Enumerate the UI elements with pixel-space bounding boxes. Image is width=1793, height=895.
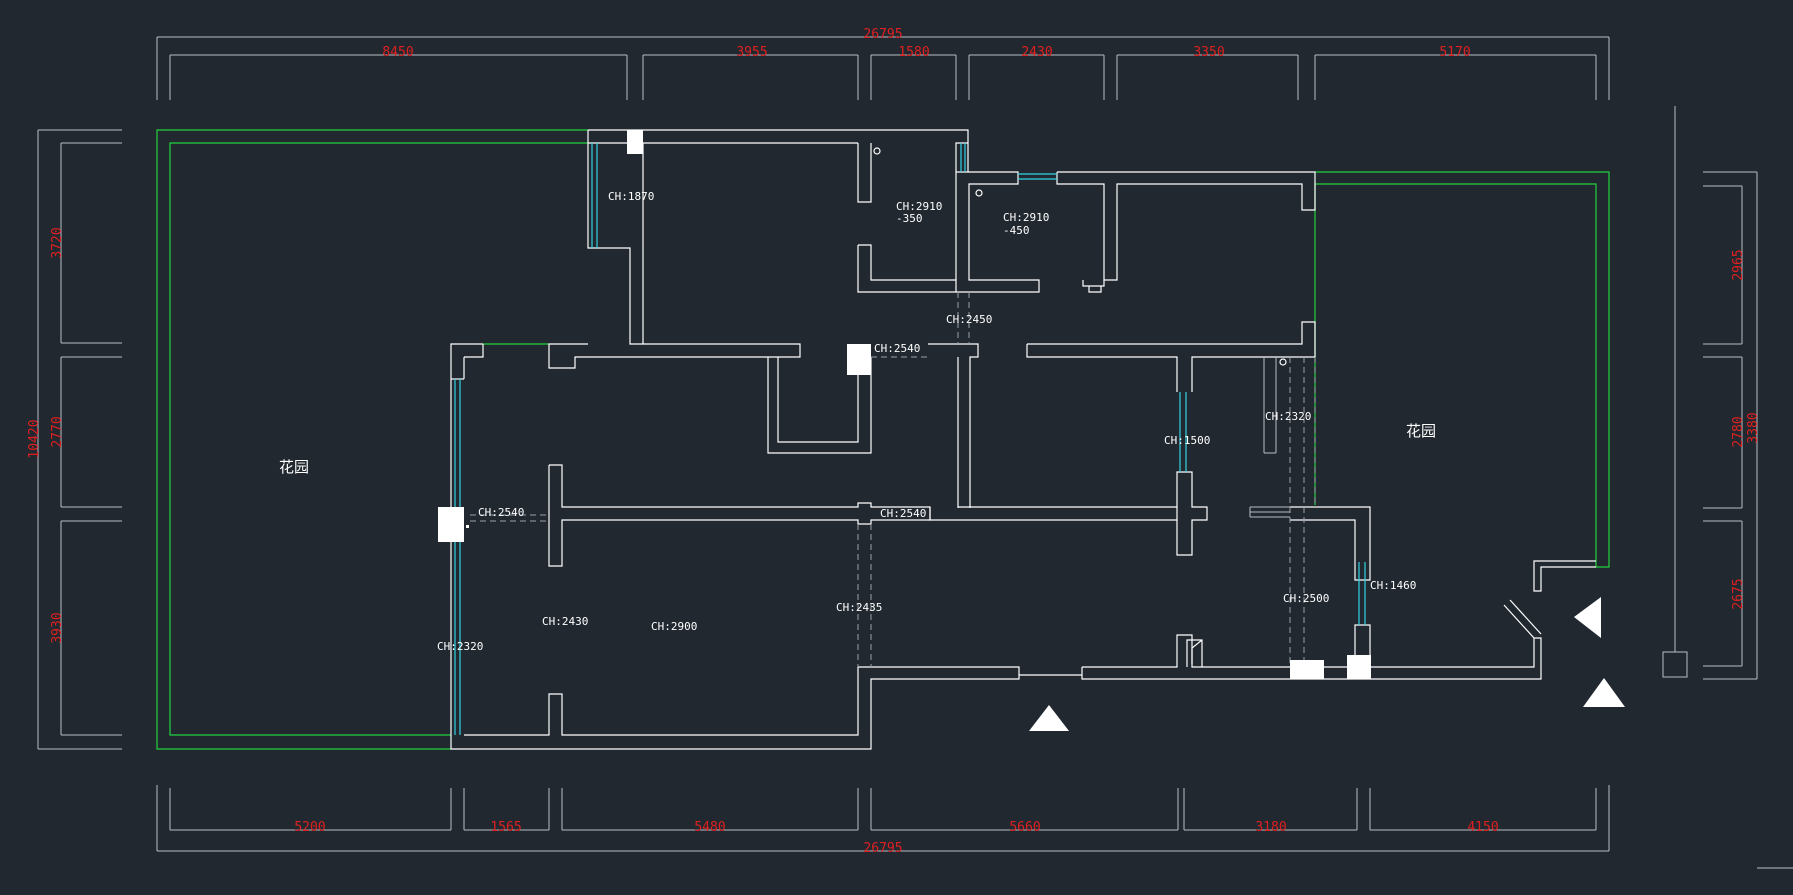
ceiling-height-label: CH:2540 [880, 507, 926, 520]
ceiling-height-label: CH:1870 [608, 190, 654, 203]
ceiling-height-label: CH:2435 [836, 601, 882, 614]
structural-columns [438, 130, 1371, 679]
ceiling-height-label: CH:2900 [651, 620, 697, 633]
ceiling-height-label: CH:2430 [542, 615, 588, 628]
ceiling-height-label: CH:2320 [1265, 410, 1311, 423]
bottom-dimension-2: 1565 [490, 820, 521, 835]
dashed-openings [470, 292, 1316, 667]
ceiling-height-label: CH:2910 [1003, 211, 1049, 224]
ceiling-offset-label: -350 [896, 212, 923, 225]
entrance-marker-right [1574, 597, 1601, 638]
left-total-dimension: 10420 [27, 419, 42, 458]
top-dimension-2: 3955 [736, 45, 767, 60]
ceiling-height-label: CH:2540 [874, 342, 920, 355]
pipe-risers [466, 147, 1287, 528]
top-dimension-lines [156, 36, 1610, 100]
left-dimension-2: 2770 [50, 416, 65, 447]
left-dimension-1: 3720 [50, 227, 65, 258]
top-dimension-4: 2430 [1021, 45, 1052, 60]
left-dimension-lines [37, 129, 122, 750]
top-dimension-3: 1580 [898, 45, 929, 60]
garden-left-label: 花园 [279, 458, 309, 476]
bottom-dimension-4: 5660 [1009, 820, 1040, 835]
top-dimension-5: 3350 [1193, 45, 1224, 60]
walls [450, 129, 1596, 750]
bottom-dimension-6: 4150 [1467, 820, 1498, 835]
garden-right-label: 花园 [1406, 422, 1436, 440]
garden-boundaries [156, 129, 1610, 750]
bottom-total-dimension: 26795 [863, 841, 902, 856]
left-dimension-3: 3930 [50, 612, 65, 643]
bottom-dimension-lines [156, 785, 1610, 852]
ceiling-height-label: CH:2320 [437, 640, 483, 653]
right-dimension-3: 2675 [1731, 578, 1746, 609]
right-dimension-lines [1662, 106, 1793, 869]
top-total-dimension: 26795 [863, 27, 902, 42]
ceiling-height-label: CH:1460 [1370, 579, 1416, 592]
ceiling-height-label: CH:2910 [896, 200, 942, 213]
bottom-dimension-1: 5200 [294, 820, 325, 835]
windows [454, 143, 1366, 735]
bottom-dimension-5: 3180 [1255, 820, 1286, 835]
top-dimension-6: 5170 [1439, 45, 1470, 60]
entrance-marker-bottom-right [1583, 678, 1625, 707]
ceiling-height-label: CH:2500 [1283, 592, 1329, 605]
ceiling-height-label: CH:2450 [946, 313, 992, 326]
right-total-dimension: 3380 [1746, 412, 1761, 443]
ceiling-height-label: CH:2540 [478, 506, 524, 519]
ceiling-height-label: CH:1500 [1164, 434, 1210, 447]
entrance-marker-bottom [1029, 705, 1069, 731]
right-dimension-1: 2965 [1731, 249, 1746, 280]
bottom-dimension-3: 5480 [694, 820, 725, 835]
ceiling-offset-label: -450 [1003, 224, 1030, 237]
top-dimension-1: 8450 [382, 45, 413, 60]
right-dimension-2: 2780 [1731, 416, 1746, 447]
